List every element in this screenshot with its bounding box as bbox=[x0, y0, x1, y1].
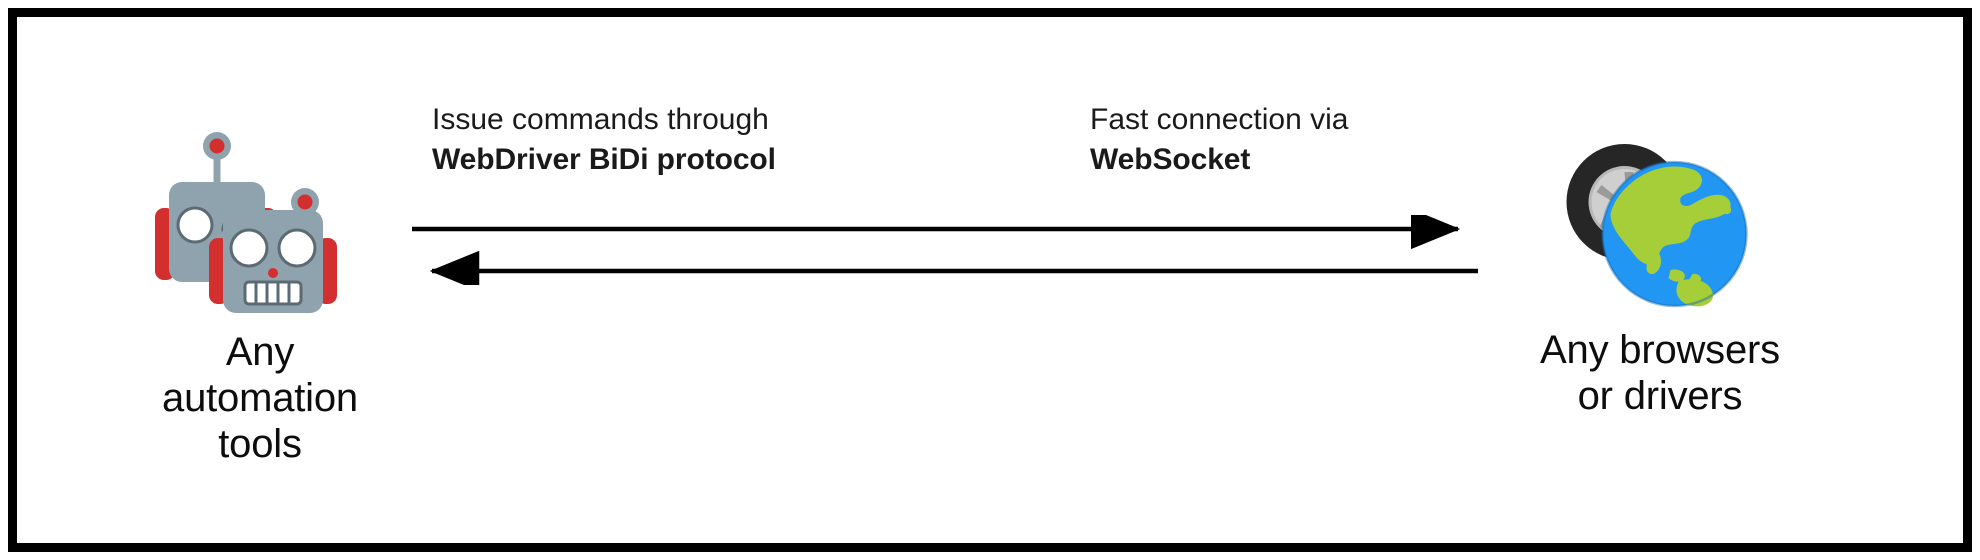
caption-line-1: Any bbox=[225, 330, 295, 374]
connector-arrows bbox=[410, 215, 1480, 285]
automation-tools-caption: Any automation tools bbox=[100, 329, 420, 467]
label-connection-line-1: Fast connection via bbox=[1090, 103, 1349, 136]
caption-line-1: Any browsers bbox=[1540, 328, 1780, 372]
globe-showing-asia-australia-icon bbox=[1601, 160, 1748, 308]
node-browsers-drivers: Any browsers or drivers bbox=[1480, 130, 1840, 500]
robot-stack bbox=[100, 130, 420, 315]
robot-front bbox=[209, 188, 337, 313]
browsers-drivers-caption: Any browsers or drivers bbox=[1480, 327, 1840, 419]
caption-line-3: tools bbox=[218, 422, 302, 466]
caption-line-2: automation bbox=[162, 376, 358, 420]
label-commands-line-2: WebDriver BiDi protocol bbox=[432, 143, 776, 176]
label-fast-connection: Fast connection via WebSocket bbox=[1090, 100, 1348, 180]
caption-line-2: or drivers bbox=[1577, 374, 1743, 418]
node-automation-tools: Any automation tools bbox=[100, 130, 420, 500]
label-issue-commands: Issue commands through WebDriver BiDi pr… bbox=[432, 100, 776, 180]
robot-icon bbox=[155, 132, 337, 313]
globe-and-wheel-icon bbox=[1566, 144, 1748, 308]
browser-stack bbox=[1480, 130, 1840, 315]
label-connection-line-2: WebSocket bbox=[1090, 143, 1251, 176]
label-commands-line-1: Issue commands through bbox=[432, 103, 769, 136]
